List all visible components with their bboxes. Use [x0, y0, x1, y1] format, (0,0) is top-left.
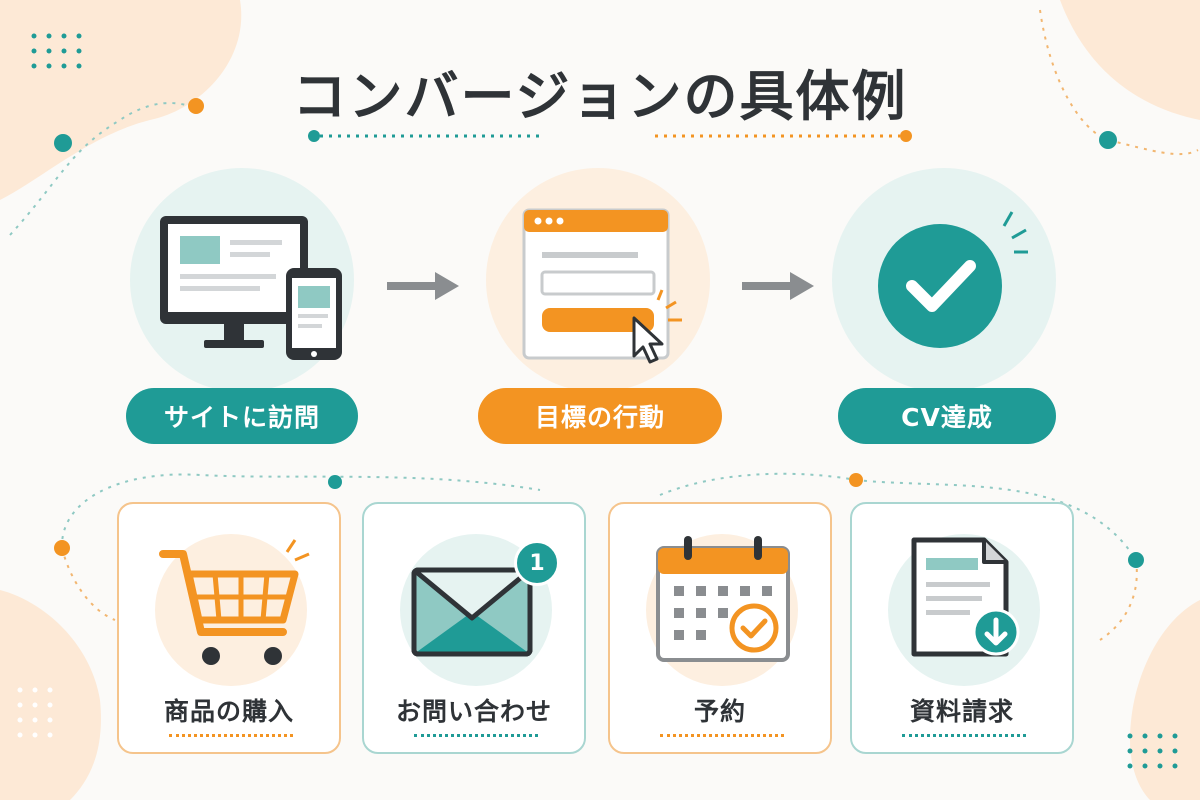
example-label: 商品の購入: [163, 697, 294, 726]
example-label: お問い合わせ: [395, 697, 552, 726]
example-card-inquiry: 1 お問い合わせ: [362, 502, 586, 754]
calendar-check-icon: [656, 536, 790, 662]
shopping-cart-icon: [159, 539, 310, 665]
checkmark-icon: [878, 211, 1028, 348]
divider: [902, 734, 1026, 737]
notification-badge: 1: [514, 540, 560, 586]
step-action: [486, 168, 710, 392]
example-card-document-request: 資料請求: [850, 502, 1074, 754]
example-label: 資料請求: [909, 697, 1014, 726]
devices-icon: [160, 216, 342, 360]
divider: [414, 734, 538, 737]
step-label-visit: サイトに訪問: [126, 388, 358, 444]
arrow-right-icon: [387, 272, 459, 300]
example-label: 予約: [693, 697, 746, 726]
divider: [169, 734, 293, 737]
step-visit: [130, 168, 354, 392]
document-download-icon: [911, 537, 1020, 657]
divider: [660, 734, 784, 737]
example-card-reservation: 予約: [608, 502, 832, 754]
form-click-icon: [522, 208, 682, 364]
example-card-purchase: 商品の購入: [117, 502, 341, 754]
step-label-cv: CV達成: [838, 388, 1056, 444]
page-title: コンバージョンの具体例: [292, 65, 908, 128]
arrow-right-icon: [742, 272, 814, 300]
step-cv: [832, 168, 1056, 392]
envelope-icon: [411, 567, 533, 657]
step-label-action: 目標の行動: [478, 388, 722, 444]
